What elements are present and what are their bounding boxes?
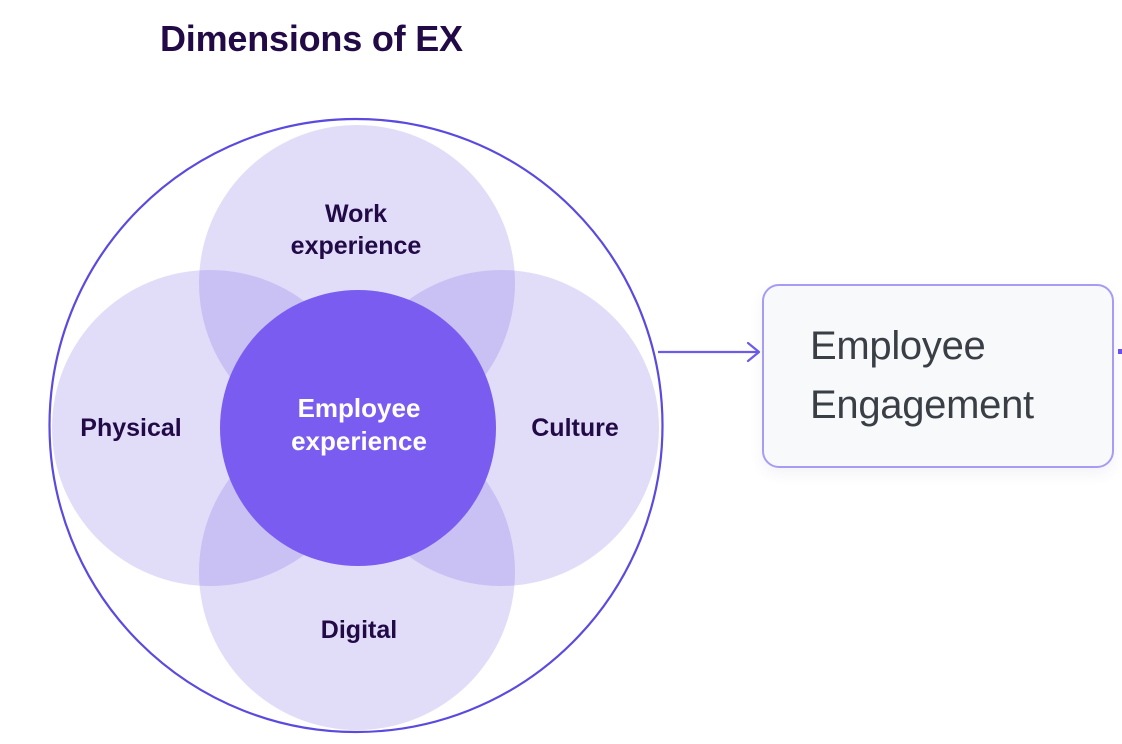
- venn-diagram: [48, 117, 664, 734]
- outer-ring: [48, 117, 664, 734]
- outcome-card-employee-engagement[interactable]: Employee Engagement: [762, 284, 1114, 468]
- outcome-card-label: Employee Engagement: [810, 323, 1034, 427]
- core-circle-employee-experience[interactable]: [220, 290, 496, 566]
- connector-continuation-stub: [1118, 349, 1122, 354]
- page-title: Dimensions of EX: [160, 18, 463, 59]
- arrow-to-outcome-icon: [658, 341, 761, 363]
